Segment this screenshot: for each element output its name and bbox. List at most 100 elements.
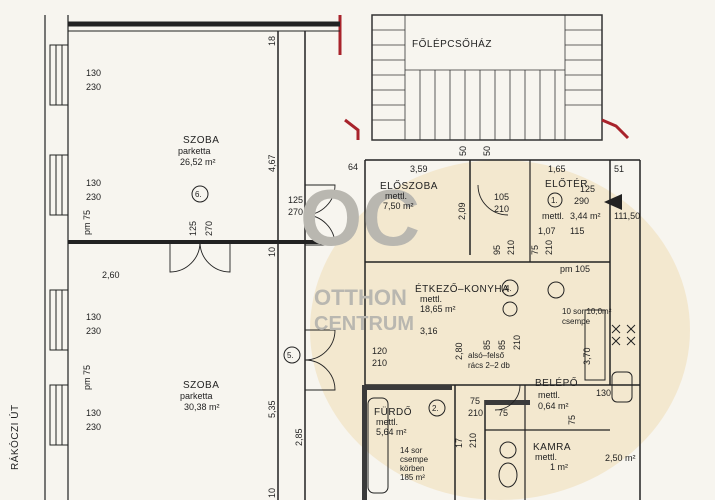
- room-floor: mettl.: [538, 390, 560, 400]
- dim-label: 115: [570, 226, 584, 236]
- watermark-line2: CENTRUM: [314, 313, 414, 335]
- room-area: 18,65 m²: [420, 304, 456, 314]
- dim-label: 2,80: [454, 342, 464, 360]
- room-belepo: BELÉPŐ mettl. 0,64 m²: [535, 375, 578, 411]
- dim-label: 10: [267, 247, 277, 257]
- entrance-arrow-icon: [604, 194, 622, 210]
- dim-label: 105: [494, 192, 509, 202]
- kitchen-circle-7: [547, 281, 565, 299]
- dim-label: 230: [86, 326, 101, 336]
- room-floor: mettl.: [385, 191, 407, 201]
- dim-label: 210: [544, 240, 554, 255]
- vent-note-2: rács 2–2 db: [468, 361, 510, 370]
- room-number: 2.: [432, 404, 439, 413]
- dim-label: 125: [288, 195, 303, 205]
- room-number-circle: [499, 441, 517, 459]
- room-area: 5,64 m²: [376, 427, 407, 437]
- dim-label: 18: [267, 36, 277, 46]
- room-area: 26,52 m²: [180, 157, 216, 167]
- stairwell-label: FŐLÉPCSŐHÁZ: [412, 36, 492, 50]
- windows: [49, 44, 69, 446]
- dim-label: 5,35: [267, 400, 277, 418]
- room-floor: mettl.: [535, 452, 557, 462]
- room-kitchen: ÉTKEZŐ–KONYHA mettl. 18,65 m² 4.: [415, 279, 565, 317]
- dim-label: 3,59: [410, 164, 428, 174]
- dim-label: 210: [506, 240, 516, 255]
- room-kamra: KAMRA mettl. 1 m²: [499, 441, 571, 472]
- room-name: ÉTKEZŐ–KONYHA: [415, 281, 509, 295]
- dim-label: 2,60: [102, 270, 120, 280]
- room-name: BELÉPŐ: [535, 375, 578, 389]
- dim-label: 130: [86, 178, 101, 188]
- dim-label: 3,70: [582, 347, 592, 365]
- room-floor: parketta: [178, 146, 211, 156]
- room-number-circle: [428, 399, 446, 417]
- room-floor: mettl.: [542, 211, 564, 221]
- dim-label: 50: [458, 146, 468, 156]
- dim-label: 1,65: [548, 164, 566, 174]
- dim-label: 130: [86, 408, 101, 418]
- paper-stain: [310, 160, 690, 500]
- dim-label: 95: [492, 245, 502, 255]
- dim-label: 1,07: [538, 226, 556, 236]
- room-6: SZOBA parketta 26,52 m² 6.: [178, 135, 219, 203]
- bathroom-walls: [362, 385, 530, 500]
- room-number: 5.: [287, 351, 294, 360]
- room-name: ELŐTÉR: [545, 176, 588, 190]
- dim-label: 85: [497, 340, 507, 350]
- dimension-labels: 130 230 130 230 130 230 130 230 pm 75 pm…: [82, 36, 640, 498]
- tile-note-2: csempe: [400, 455, 429, 464]
- dim-label: pm 75: [82, 210, 92, 235]
- room-floor: mettl.: [420, 294, 442, 304]
- dim-label: 230: [86, 422, 101, 432]
- room-bathroom: FÜRDŐ mettl. 5,64 m² 2. 14 sor csempe kö…: [374, 399, 446, 482]
- dim-label: pm 75: [82, 365, 92, 390]
- dim-label: 75: [530, 245, 540, 255]
- dim-label: 75: [567, 415, 577, 425]
- room-number-circle: [191, 185, 209, 203]
- room-number: 4.: [505, 284, 512, 293]
- dim-label: 270: [204, 221, 214, 236]
- room-5: SZOBA parketta 30,38 m² 5.: [180, 346, 301, 412]
- dim-label: 210: [494, 204, 509, 214]
- room-name: ELŐSZOBA: [380, 178, 438, 192]
- dim-label: 125: [580, 184, 595, 194]
- dim-label: 2,09: [457, 202, 467, 220]
- dim-label: 230: [86, 192, 101, 202]
- dim-label: 210: [468, 408, 483, 418]
- dim-label: 130: [86, 312, 101, 322]
- dim-label: 50: [482, 146, 492, 156]
- dim-label: 3,16: [420, 326, 438, 336]
- room-area: 1 m²: [550, 462, 568, 472]
- dim-label: 210: [372, 358, 387, 368]
- dim-label: 130: [86, 68, 101, 78]
- tile-note-4: 185 m²: [400, 473, 425, 482]
- room-name: SZOBA: [183, 135, 219, 146]
- dim-label: 120: [372, 346, 387, 356]
- dim-label: 75: [470, 396, 480, 406]
- dim-label: 75: [498, 408, 508, 418]
- kitchen-tile-note-2: csempe: [562, 317, 591, 326]
- vent-circle: [502, 301, 518, 317]
- room-number-circle: [283, 346, 301, 364]
- room-number-circle: [501, 279, 519, 297]
- kitchen-tile-note-1: 10 sor 10,0m²: [562, 307, 612, 316]
- dim-label: 290: [574, 196, 589, 206]
- room-name: SZOBA: [183, 380, 219, 391]
- watermark: OC OTTHON CENTRUM: [300, 173, 420, 335]
- room-eloszoba: ELŐSZOBA mettl. 7,50 m²: [380, 178, 438, 211]
- dim-label: 125: [188, 221, 198, 236]
- dim-label: 270: [288, 207, 303, 217]
- dim-label: 210: [468, 433, 478, 448]
- dim-label: pm 105: [560, 264, 590, 274]
- dim-label: 10: [267, 488, 277, 498]
- room-eloter: ELŐTÉR 1. mettl. 3,44 m²: [542, 176, 601, 221]
- tile-note-3: körben: [400, 464, 424, 473]
- dim-label: 130: [596, 388, 611, 398]
- room-area: 3,44 m²: [570, 211, 601, 221]
- dim-label: 230: [86, 82, 101, 92]
- doors: [169, 184, 521, 411]
- street-label: RÁKÓCZI ÚT: [8, 404, 21, 470]
- tile-note-1: 14 sor: [400, 446, 423, 455]
